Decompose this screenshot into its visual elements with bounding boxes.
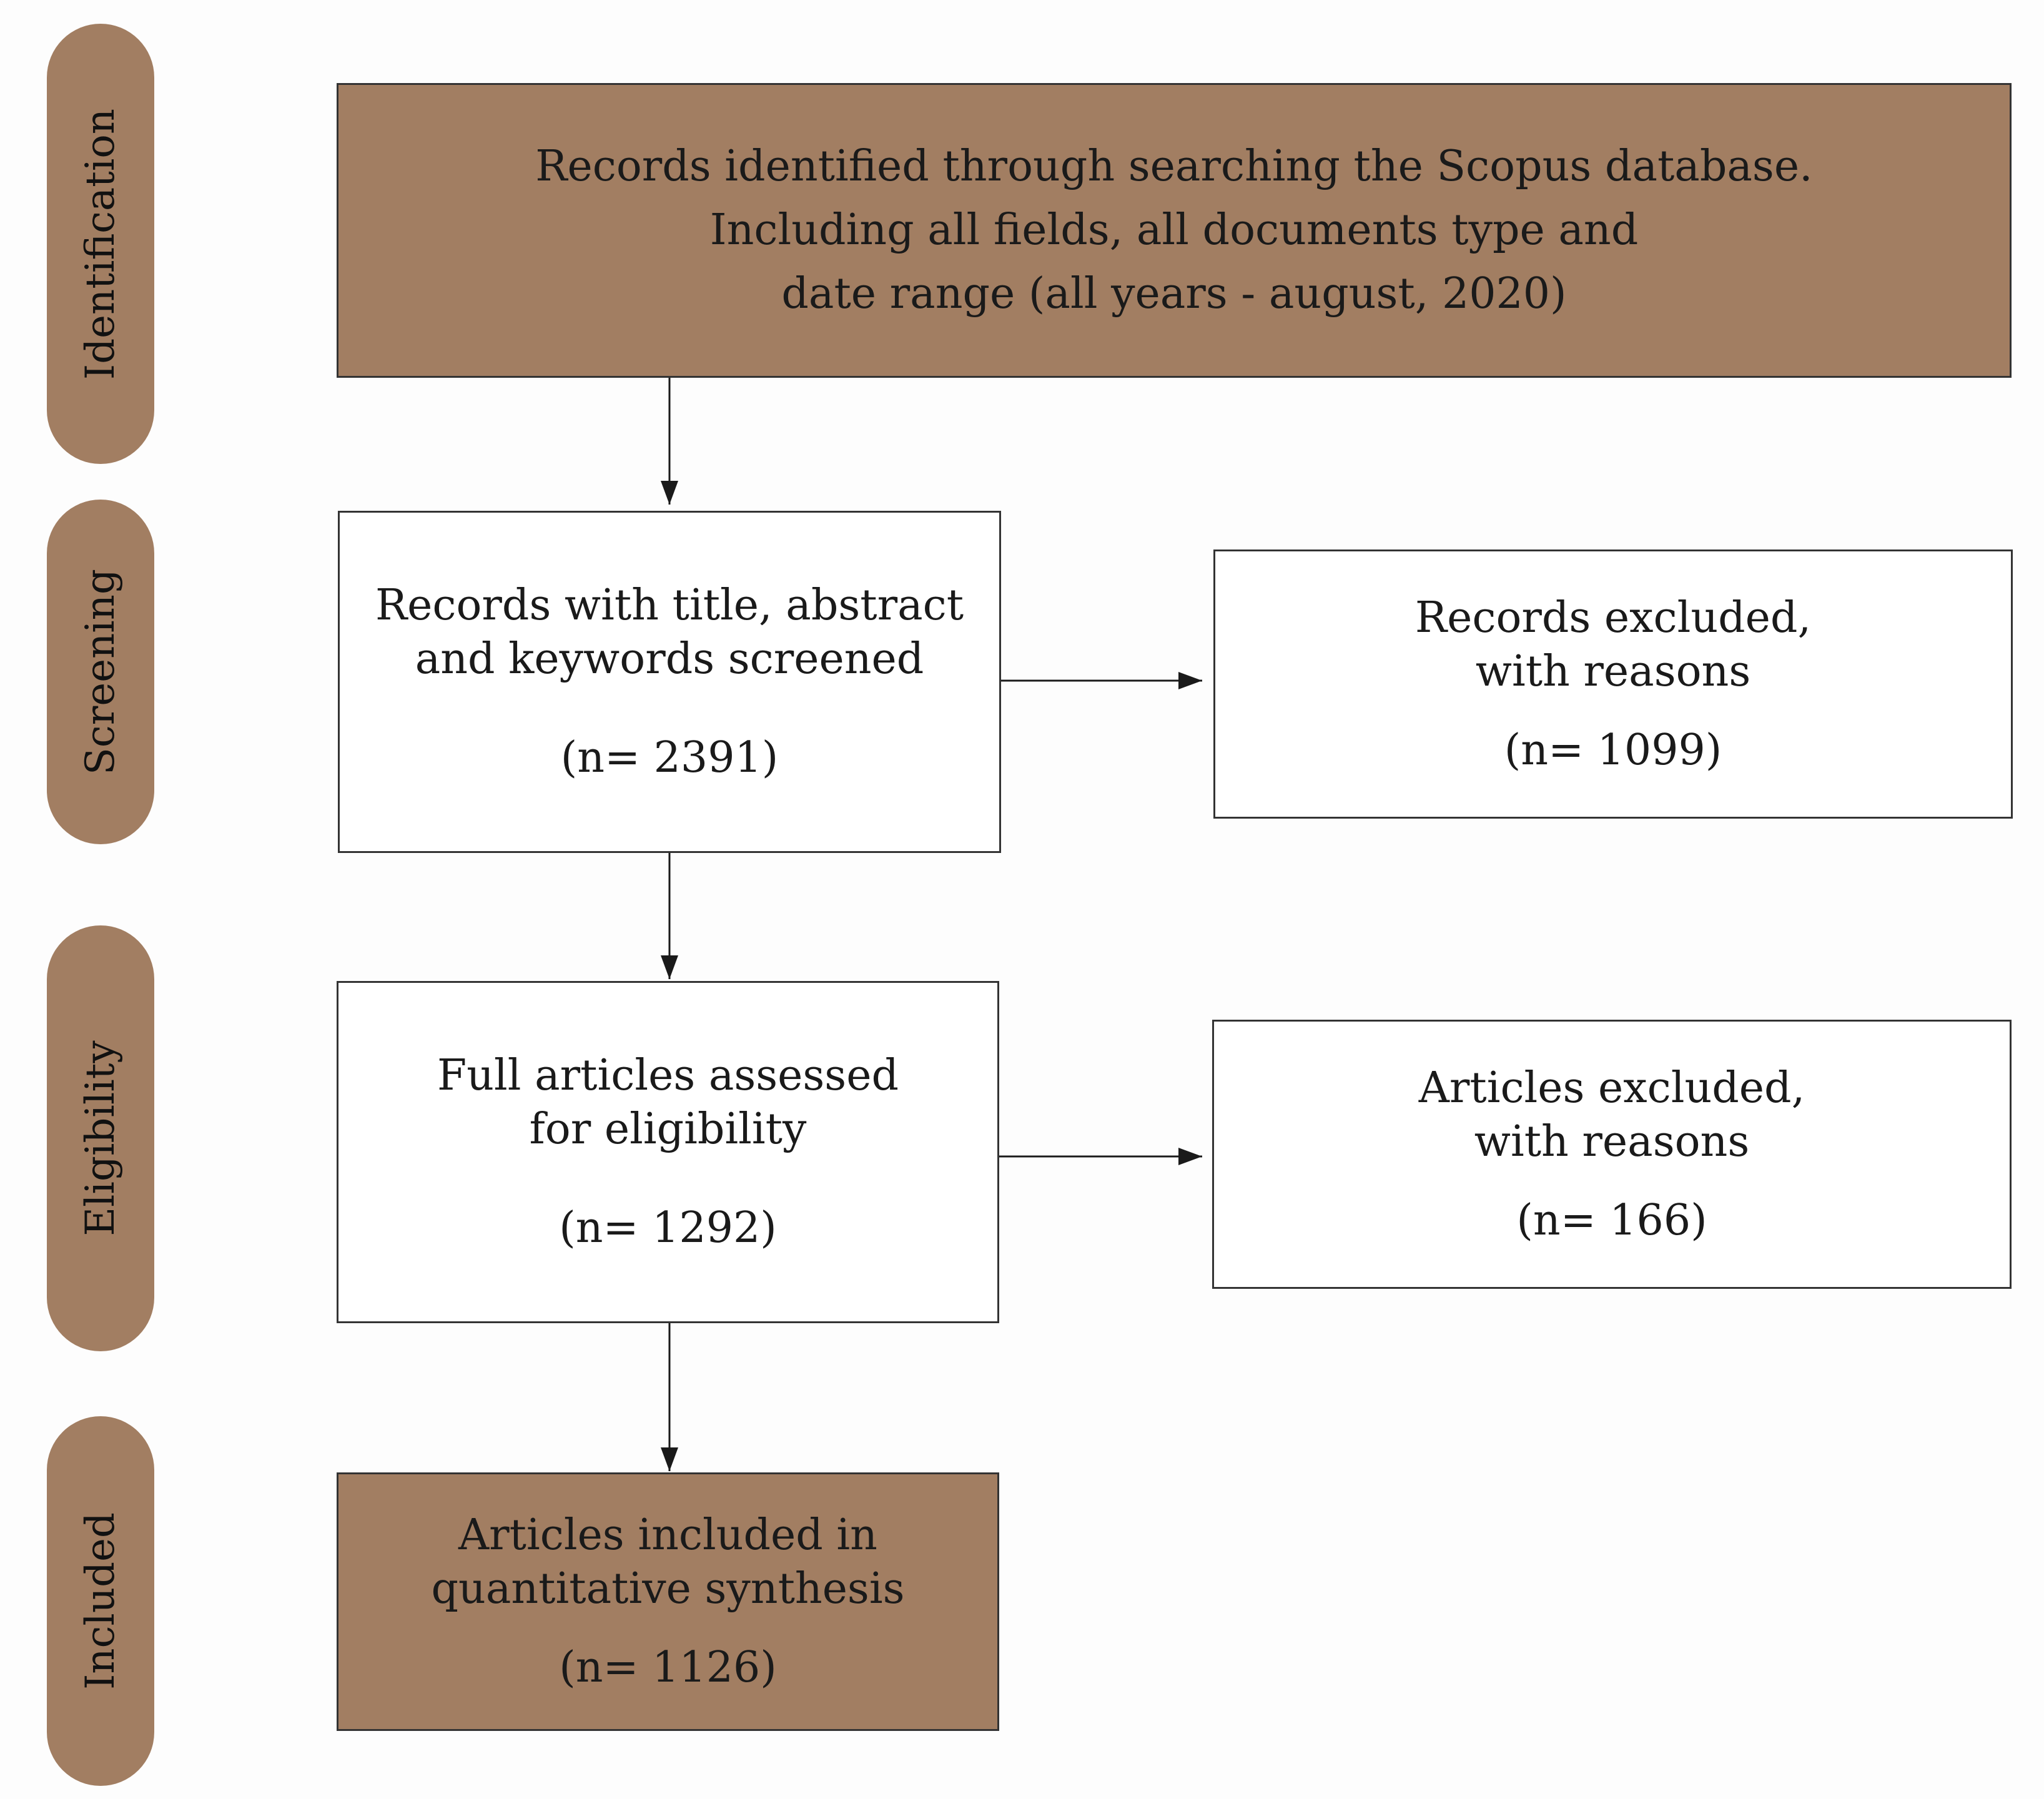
eligibility-count: (n= 1292) [559,1203,777,1253]
stage-included: Included [47,1416,154,1786]
arrowhead-screening-to-eligibility [661,955,678,979]
stage-eligibility: Eligibility [47,925,154,1351]
identification-line-3: date range (all years - august, 2020) [781,269,1567,318]
screening-count: (n= 2391) [560,733,779,782]
eligibility-line-2: for eligibility [529,1105,807,1154]
stage-screening: Screening [47,500,154,844]
eligibility-excluded-line-1: Articles excluded, [1418,1063,1805,1113]
screening-excluded-line-1: Records excluded, [1415,593,1812,643]
screening-excluded-box: Records excluded, with reasons (n= 1099) [1213,550,2013,819]
identification-line-2: Including all fields, all documents type… [709,205,1639,255]
eligibility-box: Full articles assessed for eligibility (… [337,981,999,1323]
screening-box: Records with title, abstract and keyword… [338,511,1001,853]
arrowhead-identification-to-screening [661,481,678,505]
arrowhead-eligibility-to-included [661,1447,678,1471]
included-line-2: quantitative synthesis [431,1564,905,1614]
included-line-1: Articles included in [458,1511,877,1560]
screening-excluded-count: (n= 1099) [1504,725,1722,775]
eligibility-line-1: Full articles assessed [437,1051,899,1100]
included-box: Articles included in quantitative synthe… [337,1472,999,1731]
identification-line-1: Records identified through searching the… [535,142,1813,191]
eligibility-excluded-line-2: with reasons [1474,1116,1750,1166]
eligibility-excluded-box: Articles excluded, with reasons (n= 166) [1212,1020,2012,1289]
arrowhead-eligibility-to-excluded [1178,1148,1202,1165]
screening-line-2: and keywords screened [415,634,924,684]
screening-line-1: Records with title, abstract [375,581,964,630]
eligibility-excluded-count: (n= 166) [1516,1195,1707,1245]
identification-box: Records identified through searching the… [337,83,2012,378]
stage-identification: Identification [47,24,154,464]
arrowhead-screening-to-excluded [1178,672,1202,689]
included-count: (n= 1126) [559,1643,777,1692]
screening-excluded-line-2: with reasons [1475,646,1751,696]
